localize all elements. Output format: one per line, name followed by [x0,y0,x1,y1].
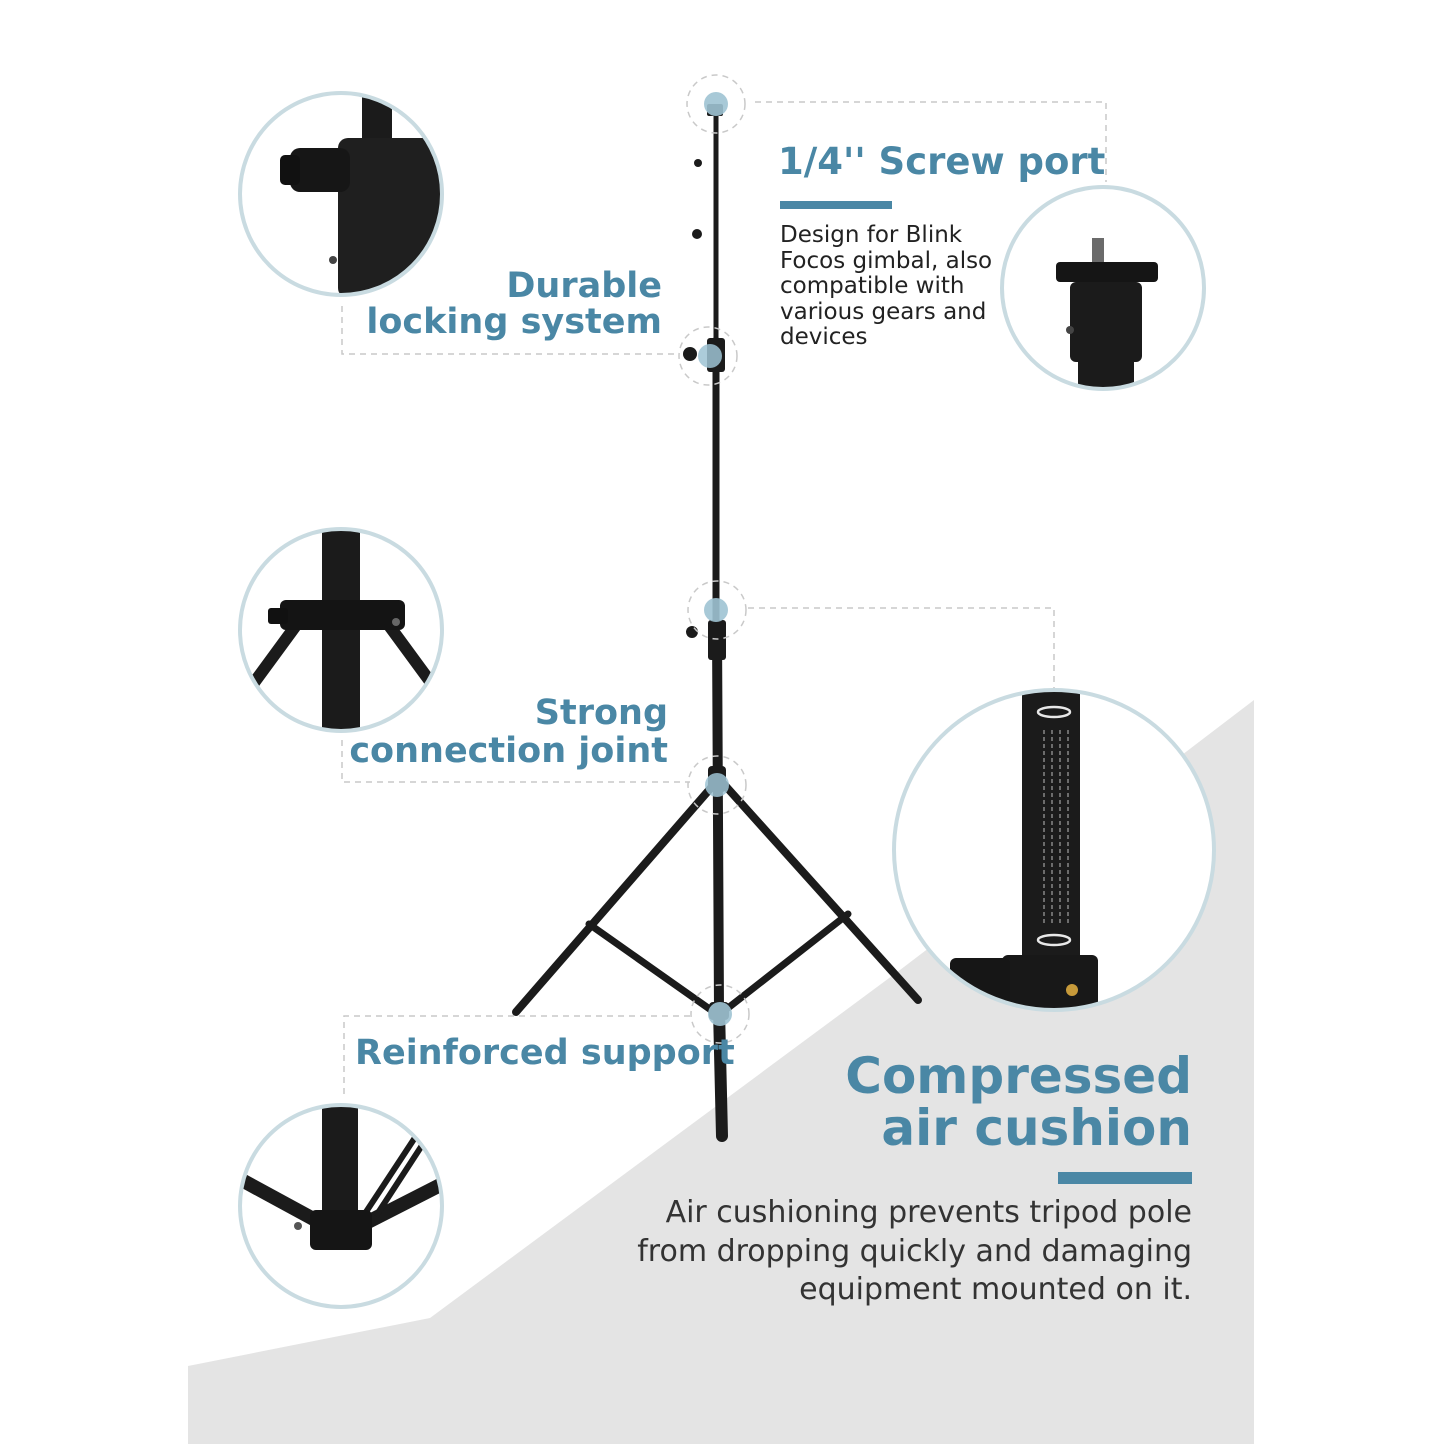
marker-support [690,984,750,1044]
cushion-title: Compressed air cushion [780,1050,1192,1154]
joint-title-line: Strong [534,693,668,733]
detail-circle-locking [238,91,444,297]
marker-locking [678,326,738,386]
support-title: Reinforced support [355,1033,735,1073]
locking-title: Durable locking system [340,268,662,340]
tripod-base-icon [240,1105,442,1250]
leader-joint [341,740,690,783]
cushion-description: Air cushioning prevents tripod pole from… [560,1194,1192,1310]
screw-port-description-line: Design for Blink [780,222,963,248]
screw-port-accent-bar [780,201,892,209]
screw-port-description-line: Focos gimbal, also [780,247,993,274]
detail-circle-screw-port [1000,185,1206,391]
marker-joint [687,755,747,815]
cushion-description-line: Air cushioning prevents tripod pole [665,1195,1192,1230]
cushion-accent-bar [1058,1172,1192,1184]
cushion-title-line: air cushion [881,1099,1192,1157]
joint-title: Strong connection joint [340,694,668,770]
screw-mount-icon [1056,238,1158,389]
joint-title-line: connection joint [349,731,668,771]
detail-circle-joint [238,527,444,733]
marker-screw-port [686,74,746,134]
backdrop-panel [188,700,1254,1444]
detail-circle-cushion [892,688,1216,1012]
cushion-description-line: from dropping quickly and damaging [637,1233,1192,1269]
detail-circle-support [238,1103,444,1309]
locking-title-line: Durable [506,266,662,306]
highlight-markers [678,74,750,1044]
air-cushion-tube-icon [950,690,1098,1010]
locking-knob-icon [280,93,442,295]
leader-locking [341,306,678,355]
cushion-title-line: Compressed [845,1047,1192,1105]
marker-cushion [687,580,747,640]
screw-port-title: 1/4'' Screw port [778,140,1106,183]
screw-port-description-line: various gears and [780,298,987,325]
locking-title-line: locking system [366,302,662,342]
callout-leaders [341,101,1107,1096]
screw-port-description-line: devices [780,324,868,350]
leader-support [343,1015,690,1096]
screw-port-description: Design for Blink Focos gimbal, also comp… [780,222,993,351]
cushion-description-line: equipment mounted on it. [799,1272,1192,1307]
screw-port-description-line: compatible with [780,273,965,299]
leader-cushion [748,607,1055,688]
